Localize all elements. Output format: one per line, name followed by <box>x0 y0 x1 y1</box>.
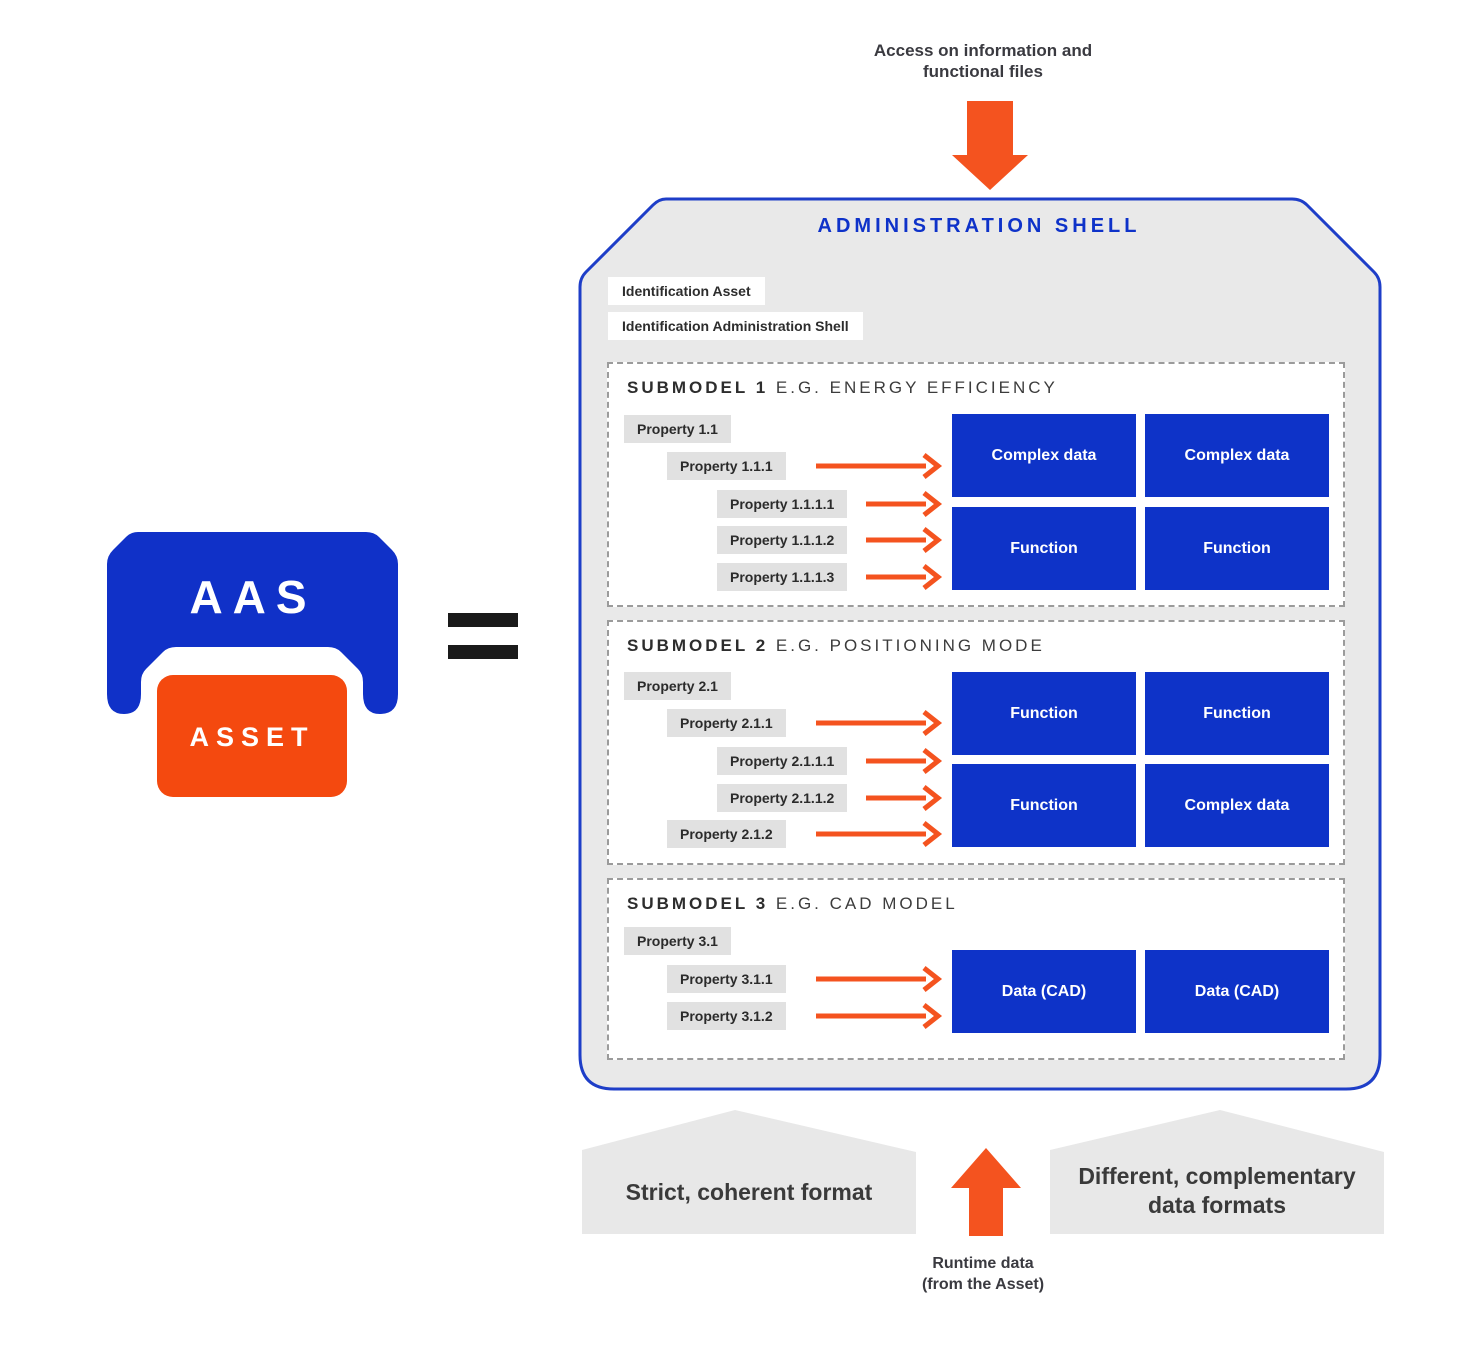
data-cad-box: Data (CAD) <box>1145 950 1329 1033</box>
submodel-3: SUBMODEL 3 E.G. CAD MODEL Property 3.1 P… <box>607 878 1345 1060</box>
arrow-down-icon <box>952 101 1028 190</box>
function-box: Function <box>952 764 1136 847</box>
property-1-1-1-1: Property 1.1.1.1 <box>717 490 848 518</box>
submodel-1-title: SUBMODEL 1 E.G. ENERGY EFFICIENCY <box>627 378 1058 398</box>
arrow-right-icon <box>816 453 943 479</box>
property-1-1-1-2: Property 1.1.1.2 <box>717 526 848 554</box>
aas-label: AAS <box>189 571 316 623</box>
left-house-label: Strict, coherent format <box>625 1179 873 1205</box>
identification-administration-shell-label: Identification Administration Shell <box>608 312 863 340</box>
property-2-1-1-1: Property 2.1.1.1 <box>717 747 848 775</box>
property-1-1-1-3: Property 1.1.1.3 <box>717 563 848 591</box>
submodel-3-title-bold: SUBMODEL 3 <box>627 894 769 913</box>
arrow-right-icon <box>816 966 943 992</box>
submodel-1: SUBMODEL 1 E.G. ENERGY EFFICIENCY Proper… <box>607 362 1345 607</box>
property-1-1-1: Property 1.1.1 <box>667 452 786 480</box>
function-box: Function <box>1145 507 1329 590</box>
left-house-shape <box>582 1110 916 1234</box>
submodel-1-title-bold: SUBMODEL 1 <box>627 378 769 397</box>
administration-shell-title: ADMINISTRATION SHELL <box>817 215 1141 237</box>
property-2-1: Property 2.1 <box>624 672 731 700</box>
right-house-shape <box>1050 1110 1384 1234</box>
submodel-3-title-rest: E.G. CAD MODEL <box>768 894 958 913</box>
arrow-right-icon <box>816 821 943 847</box>
submodel-2-title-rest: E.G. POSITIONING MODE <box>768 636 1045 655</box>
arrow-right-icon <box>866 564 943 590</box>
data-box: Complex data <box>1145 414 1329 497</box>
top-caption-line2: functional files <box>923 62 1043 81</box>
arrow-right-icon <box>866 491 943 517</box>
data-box: Complex data <box>952 414 1136 497</box>
runtime-caption-line2: (from the Asset) <box>921 1276 1045 1293</box>
right-house-line1: Different, complementary <box>1078 1163 1356 1189</box>
arrow-right-icon <box>866 748 943 774</box>
property-3-1-2: Property 3.1.2 <box>667 1002 786 1030</box>
submodel-2-title: SUBMODEL 2 E.G. POSITIONING MODE <box>627 636 1045 656</box>
equals-icon <box>448 645 518 659</box>
property-3-1-1: Property 3.1.1 <box>667 965 786 993</box>
arrow-right-icon <box>816 710 943 736</box>
data-cad-box: Data (CAD) <box>952 950 1136 1033</box>
submodel-1-title-rest: E.G. ENERGY EFFICIENCY <box>768 378 1058 397</box>
equals-icon <box>448 613 518 627</box>
function-box: Function <box>1145 672 1329 755</box>
data-box: Complex data <box>1145 764 1329 847</box>
runtime-caption-line1: Runtime data <box>932 1255 1034 1272</box>
function-box: Function <box>952 672 1136 755</box>
asset-label: ASSET <box>189 722 314 752</box>
runtime-caption: Runtime data (from the Asset) <box>883 1253 1083 1295</box>
property-1-1: Property 1.1 <box>624 415 731 443</box>
top-caption: Access on information and functional fil… <box>783 40 1183 82</box>
arrow-right-icon <box>816 1003 943 1029</box>
right-house-line2: data formats <box>1147 1192 1287 1218</box>
top-caption-line1: Access on information and <box>873 41 1093 60</box>
property-2-1-1-2: Property 2.1.1.2 <box>717 784 848 812</box>
arrow-right-icon <box>866 527 943 553</box>
function-box: Function <box>952 507 1136 590</box>
asset-box <box>157 675 347 797</box>
submodel-2: SUBMODEL 2 E.G. POSITIONING MODE Propert… <box>607 620 1345 865</box>
arrow-right-icon <box>866 785 943 811</box>
property-2-1-2: Property 2.1.2 <box>667 820 786 848</box>
right-house-label: Different, complementary data formats <box>1050 1162 1384 1220</box>
arrow-up-icon <box>951 1148 1021 1236</box>
aas-asset-logo: AAS ASSET <box>107 532 398 797</box>
submodel-2-title-bold: SUBMODEL 2 <box>627 636 769 655</box>
aas-shell-shape <box>107 532 398 714</box>
property-2-1-1: Property 2.1.1 <box>667 709 786 737</box>
identification-asset-label: Identification Asset <box>608 277 765 305</box>
submodel-3-title: SUBMODEL 3 E.G. CAD MODEL <box>627 894 958 914</box>
property-3-1: Property 3.1 <box>624 927 731 955</box>
